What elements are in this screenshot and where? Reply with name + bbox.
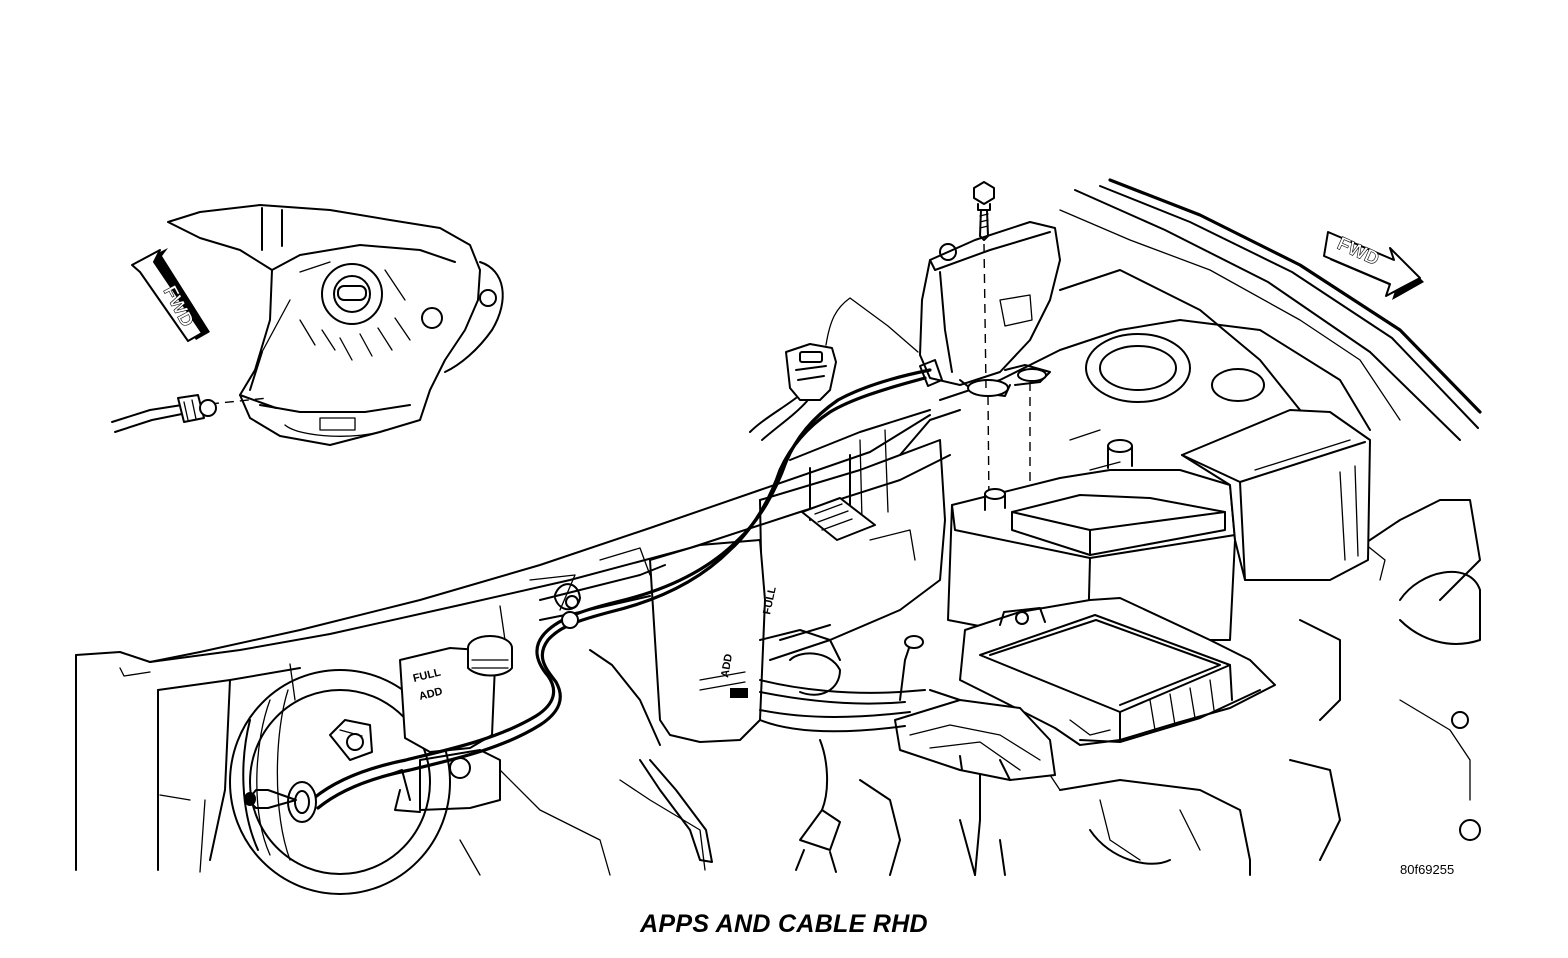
hood-edge [1059, 178, 1482, 441]
coolant-add-label: ADD [719, 653, 735, 679]
coolant-reservoir: FULL ADD [539, 539, 841, 743]
inner-fender-box [757, 409, 946, 661]
relay-block [894, 699, 1056, 781]
power-distribution-center [1181, 409, 1371, 581]
brake-booster [229, 669, 451, 895]
apps-sensor-inset [111, 204, 504, 446]
figure-id: 80f69255 [1400, 862, 1455, 877]
fwd-arrow-left: FWD [131, 248, 210, 342]
master-cylinder: FULL ADD [387, 635, 513, 813]
coolant-full-label: FULL [761, 585, 779, 615]
brake-add-label: ADD [418, 685, 444, 702]
diagram-caption: APPS AND CABLE RHD [640, 910, 928, 938]
battery [947, 439, 1236, 641]
compartment-structure [459, 269, 1481, 876]
accelerator-cable [244, 359, 943, 873]
cowl-panel [75, 409, 961, 873]
apps-connector [749, 297, 919, 441]
apps-bracket [919, 181, 1061, 620]
